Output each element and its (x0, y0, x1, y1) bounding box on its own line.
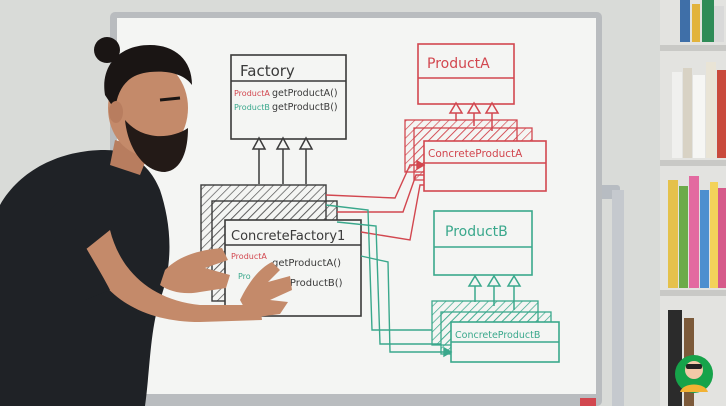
concrete-factory-method-b-return: Pro (238, 272, 251, 281)
presenter (0, 37, 292, 406)
product-b-interface-box: ProductB (433, 210, 533, 276)
stand-pole (612, 190, 624, 406)
product-a-title: ProductA (427, 56, 490, 72)
factory-method-b-return: ProductB (234, 103, 270, 112)
product-b-title: ProductB (445, 224, 508, 240)
factory-inheritance-arrows (251, 136, 314, 184)
factory-interface-box: Factory ProductA getProductA() ProductB … (230, 54, 347, 140)
concrete-factory-title: ConcreteFactory1 (231, 229, 345, 244)
factory-method-b-name: getProductB() (272, 102, 338, 113)
concrete-product-b-stack: ConcreteProductB (431, 300, 560, 363)
concrete-factory-method-b-name: tProductB() (286, 278, 343, 289)
product-b-inheritance-arrows (467, 274, 522, 310)
green-dependency-arrows (325, 204, 453, 358)
bookshelf (660, 0, 726, 406)
factory-method-a-name: getProductA() (272, 88, 338, 99)
red-sticker (580, 398, 596, 406)
concrete-factory-method-a-name: getProductA() (272, 258, 341, 269)
product-a-interface-box: ProductA (417, 43, 515, 105)
concrete-factory-stack: ConcreteFactory1 ProductA getProductA() … (200, 184, 362, 317)
concrete-product-b-title: ConcreteProductB (455, 330, 540, 341)
concrete-product-a-stack: ConcreteProductA (404, 119, 547, 192)
factory-title: Factory (240, 62, 295, 80)
red-dependency-arrows (325, 159, 426, 241)
factory-method-a-return: ProductA (234, 89, 270, 98)
cartoon-avatar-icon (675, 355, 713, 393)
concrete-product-a-title: ConcreteProductA (428, 148, 523, 160)
concrete-factory-method-a-return: ProductA (231, 252, 267, 261)
